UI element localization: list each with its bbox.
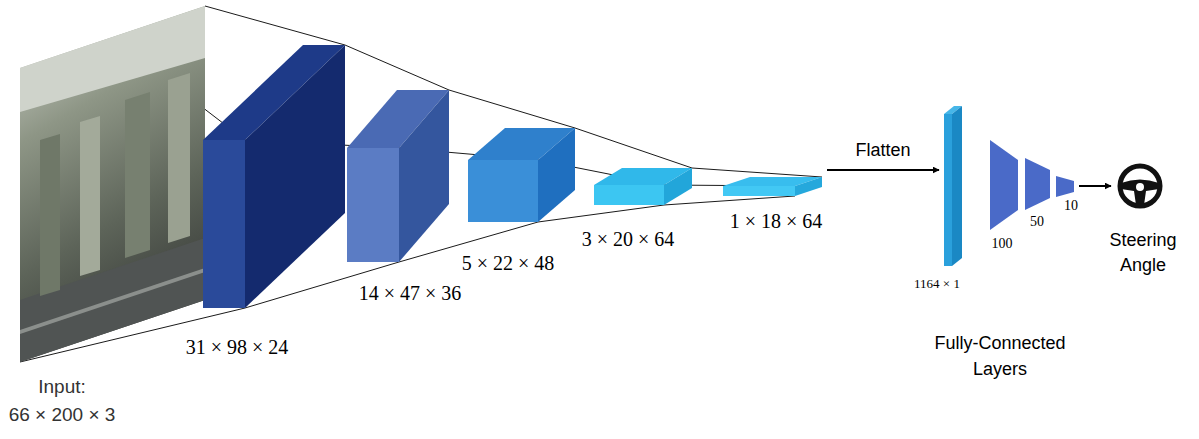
feature-map: 5 × 22 × 48 xyxy=(468,128,575,222)
shape-face xyxy=(80,116,100,276)
fc-layer-shape xyxy=(1025,158,1050,210)
shape-face xyxy=(1056,176,1074,197)
perspective-lines xyxy=(20,6,822,362)
steering-icon: Steering Angle xyxy=(1116,162,1164,210)
shape-face xyxy=(594,185,664,205)
feature-map-shape xyxy=(594,168,692,205)
edge-label: Flatten xyxy=(853,140,912,161)
dimension-label: 1164 × 1 xyxy=(914,276,960,292)
shape-face xyxy=(723,186,795,196)
dimension-label: 3 × 20 × 64 xyxy=(582,228,675,251)
feature-map-shape xyxy=(347,90,449,262)
steering-icon-shape xyxy=(1116,162,1164,210)
feature-map: 3 × 20 × 64 xyxy=(594,168,692,205)
flow-arrow xyxy=(827,169,939,171)
wheel-rim xyxy=(1120,166,1160,206)
dimension-label: 1 × 18 × 64 xyxy=(730,210,823,233)
feature-map-shape xyxy=(723,177,822,196)
caption-label: Fully-Connected Layers xyxy=(914,330,1086,382)
shape-face xyxy=(203,140,245,308)
shape-face xyxy=(795,177,822,196)
shape-face xyxy=(245,45,345,308)
flow-arrow xyxy=(1079,185,1111,187)
fc-layer-shape xyxy=(990,140,1018,230)
shape-face xyxy=(990,140,1018,230)
fc-layer-shape xyxy=(1056,176,1074,197)
shape-face xyxy=(40,134,60,296)
layer-size: 100 xyxy=(992,236,1013,252)
layer-size: 50 xyxy=(1030,214,1044,230)
fc-layer: 50 xyxy=(1025,158,1050,210)
feature-map: 14 × 47 × 36 xyxy=(347,90,449,262)
layer-size: 10 xyxy=(1064,198,1078,214)
shape-face xyxy=(1025,158,1050,210)
shape-face xyxy=(952,106,962,266)
shape-face xyxy=(664,168,692,205)
input-dimension: 66 × 200 × 3 xyxy=(9,404,116,426)
shape-face xyxy=(125,92,150,258)
shape-face xyxy=(20,268,205,334)
input-image-shape xyxy=(16,2,210,366)
shape-face xyxy=(399,90,449,262)
output-label: Steering Angle xyxy=(1097,228,1189,278)
flatten-vector-shape xyxy=(944,106,962,266)
wheel-hub xyxy=(1136,183,1144,191)
shape-face xyxy=(347,148,399,262)
feature-map-shape xyxy=(203,45,345,308)
dimension-label: 5 × 22 × 48 xyxy=(462,252,555,275)
shape-face xyxy=(468,160,538,222)
shape-face xyxy=(168,73,190,243)
flatten-vector: 1164 × 1 xyxy=(944,106,962,266)
feature-map: 31 × 98 × 24 xyxy=(203,45,345,308)
feature-map-shape xyxy=(468,128,575,222)
fc-layer: 100 xyxy=(990,140,1018,230)
dimension-label: 31 × 98 × 24 xyxy=(186,336,289,359)
input-label: Input: xyxy=(38,376,86,398)
feature-map: 1 × 18 × 64 xyxy=(723,177,822,196)
wheel-spokes xyxy=(1121,180,1159,206)
input-image: Input:66 × 200 × 3 xyxy=(16,2,210,366)
fc-layer: 10 xyxy=(1056,176,1074,197)
shape-face xyxy=(944,114,952,266)
shape-face xyxy=(20,6,205,362)
shape-face xyxy=(538,128,575,222)
dimension-label: 14 × 47 × 36 xyxy=(359,282,462,305)
